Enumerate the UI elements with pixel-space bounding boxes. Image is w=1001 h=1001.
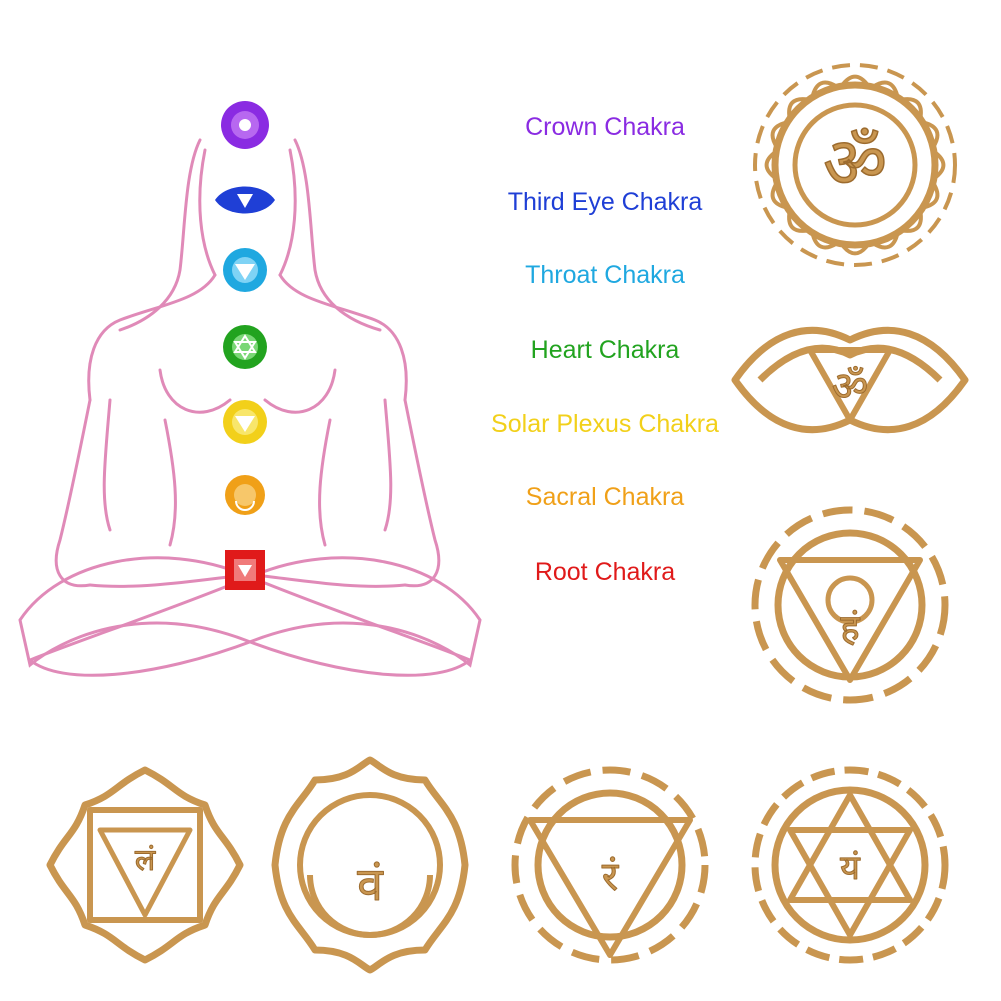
crown-petal — [932, 149, 946, 181]
root-chakra-label: Root Chakra — [534, 558, 676, 586]
third-eye-wood-symbol-icon: ॐ — [731, 326, 969, 434]
throat-wood-symbol-icon: हं — [751, 506, 949, 704]
heart-chakra-point-icon — [223, 325, 267, 369]
sacral-wood-symbol-icon: वं — [271, 756, 469, 974]
throat-chakra-point-icon — [223, 248, 267, 292]
throat-glyph-icon: हं — [840, 608, 860, 649]
solar-plexus-chakra-label: Solar Plexus Chakra — [491, 410, 719, 438]
solar-plexus-chakra-point-icon — [223, 400, 267, 444]
third-eye-chakra-label: Third Eye Chakra — [507, 188, 703, 216]
heart-chakra-label: Heart Chakra — [530, 336, 680, 364]
crown-chakra-point-icon — [221, 101, 269, 149]
crown-petal — [900, 210, 923, 233]
crown-petal — [922, 181, 940, 210]
crown-petal — [810, 80, 839, 98]
root-glyph-icon: लं — [135, 843, 156, 878]
crown-petal — [787, 210, 810, 233]
sacral-chakra-point-icon — [225, 475, 265, 515]
heart-glyph-icon: यं — [840, 848, 861, 888]
om-glyph-icon: ॐ — [823, 122, 887, 204]
crown-petal — [770, 181, 788, 210]
crown-petal — [810, 232, 839, 250]
heart-wood-symbol-icon: यं — [751, 766, 949, 964]
root-wood-symbol-icon: लं — [46, 766, 244, 964]
crown-petal — [871, 232, 900, 250]
third-eye-glyph-icon: ॐ — [832, 364, 868, 410]
sacral-chakra-label: Sacral Chakra — [525, 483, 685, 511]
sacral-glyph-icon: वं — [357, 857, 384, 911]
solar-plexus-glyph-icon: रं — [602, 854, 619, 900]
crown-petal — [787, 97, 810, 120]
crown-petal — [839, 74, 871, 88]
throat-chakra-label: Throat Chakra — [525, 261, 685, 289]
crown-wood-symbol-icon: ॐ — [753, 63, 957, 267]
solar-plexus-wood-symbol-icon: रं — [511, 766, 709, 964]
crown-petal — [871, 80, 900, 98]
crown-petal — [764, 149, 778, 181]
root-chakra-point-icon — [225, 550, 265, 590]
crown-chakra-label: Crown Chakra — [525, 113, 685, 141]
figure-outline — [18, 138, 482, 677]
crown-petal — [900, 97, 923, 120]
crown-petal — [922, 120, 940, 149]
third-eye-chakra-point-icon — [215, 186, 275, 214]
crown-petal — [839, 242, 871, 256]
crown-petal — [770, 120, 788, 149]
